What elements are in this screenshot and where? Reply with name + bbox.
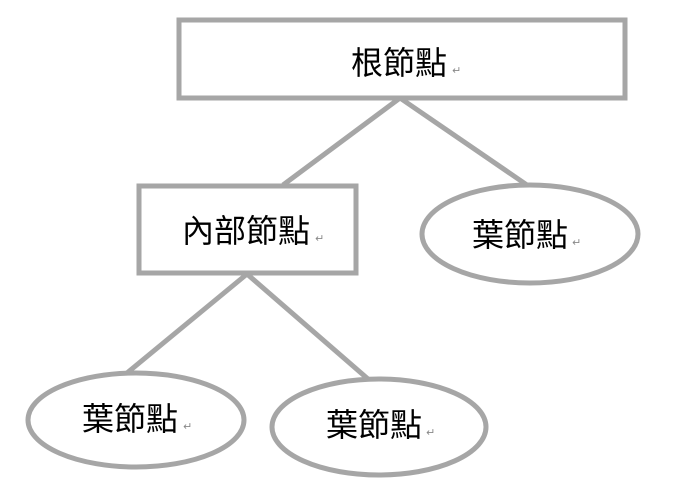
paragraph-mark: ↵: [426, 426, 435, 439]
internal-node: 內部節點 ↵: [136, 183, 359, 276]
edges: [125, 95, 529, 381]
leaf-node-bottom-right-label: 葉節點: [326, 406, 422, 444]
paragraph-mark: ↵: [572, 236, 581, 249]
paragraph-mark: ↵: [315, 232, 324, 245]
internal-node-box: [136, 183, 359, 276]
root-node-label: 根節點: [351, 44, 447, 82]
leaf-node-bottom-left-shape: [25, 370, 247, 470]
root-node: 根節點 ↵: [176, 17, 628, 101]
leaf-node-right-label: 葉節點: [472, 216, 568, 254]
paragraph-mark: ↵: [183, 420, 192, 433]
root-node-box: [176, 17, 628, 101]
edge-internal-leaf-bottom-left: [125, 272, 249, 375]
edge-root-leaf-right: [398, 95, 529, 188]
edge-internal-leaf-bottom-right: [245, 272, 370, 381]
internal-node-label: 內部節點: [182, 212, 310, 250]
leaf-node-right-shape: [419, 182, 641, 286]
leaf-node-bottom-right: 葉節點 ↵: [269, 376, 489, 478]
leaf-node-right: 葉節點 ↵: [419, 182, 641, 286]
leaf-node-bottom-left-label: 葉節點: [82, 400, 178, 438]
edge-root-internal: [281, 95, 402, 188]
leaf-node-bottom-left: 葉節點 ↵: [25, 370, 247, 470]
leaf-node-bottom-right-shape: [269, 376, 489, 478]
paragraph-mark: ↵: [452, 64, 461, 77]
